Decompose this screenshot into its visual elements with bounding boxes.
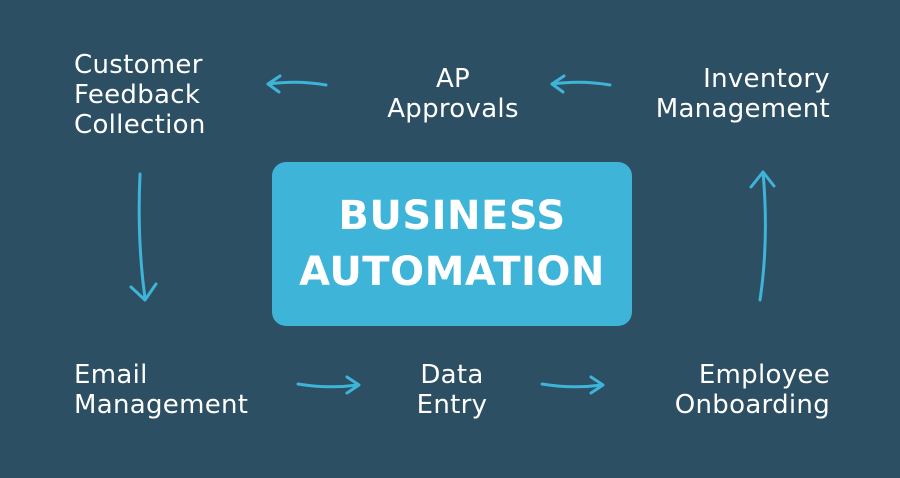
node-line: Onboarding: [674, 390, 830, 420]
arrow-left-inventory-to-ap: [550, 80, 612, 87]
arrow-right-data-to-onboarding: [540, 382, 604, 389]
node-data-entry: Data Entry: [390, 360, 514, 420]
node-line: AP: [435, 64, 471, 94]
node-line: Entry: [416, 390, 488, 420]
arrow-up-onboarding-to-inventory: [758, 170, 767, 302]
node-line: Management: [655, 94, 830, 124]
node-inventory-management: Inventory Management: [656, 64, 830, 124]
arrow-down-feedback-to-email: [137, 172, 147, 300]
arrowhead-data-to-onboarding: [589, 375, 605, 395]
node-line: Approvals: [387, 94, 519, 124]
node-line: Management: [74, 390, 249, 420]
node-line: Email: [74, 360, 148, 390]
business-automation-box: BUSINESS AUTOMATION: [272, 162, 632, 326]
node-line: Collection: [74, 110, 206, 140]
arrow-right-email-to-data: [296, 382, 360, 389]
arrowhead-ap-to-feedback: [266, 74, 282, 94]
node-line: Customer: [74, 50, 203, 80]
center-title-line1: BUSINESS: [338, 193, 566, 239]
node-email-management: Email Management: [74, 360, 248, 420]
arrow-left-ap-to-feedback: [266, 80, 328, 87]
arrowhead-feedback-to-email: [129, 282, 158, 302]
center-title-line2: AUTOMATION: [299, 249, 605, 295]
node-line: Feedback: [74, 80, 201, 110]
node-line: Inventory: [703, 64, 830, 94]
arrowhead-email-to-data: [345, 375, 361, 395]
arrowhead-inventory-to-ap: [550, 74, 566, 94]
node-ap-approvals: AP Approvals: [370, 64, 536, 124]
node-line: Data: [420, 360, 484, 390]
arrowhead-onboarding-to-inventory: [749, 170, 776, 189]
node-customer-feedback: Customer Feedback Collection: [74, 50, 206, 140]
node-employee-onboarding: Employee Onboarding: [675, 360, 830, 420]
node-line: Employee: [698, 360, 830, 390]
